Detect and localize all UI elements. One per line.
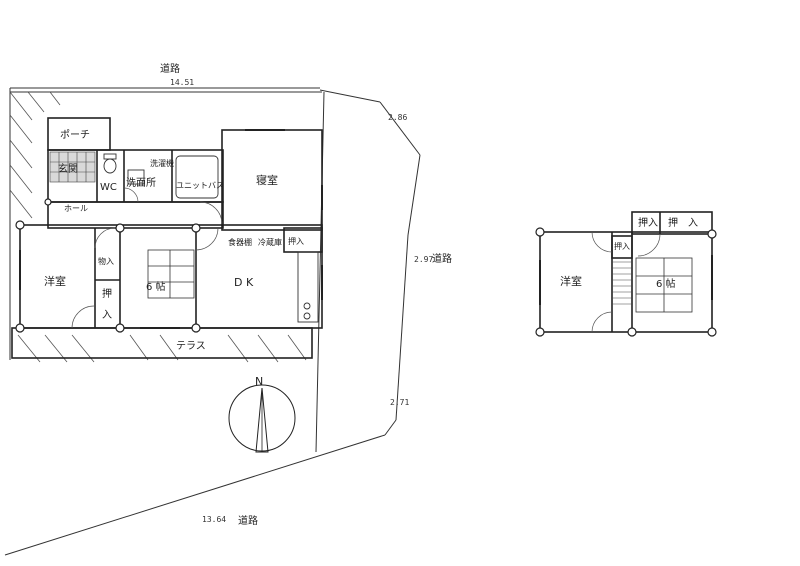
entrance-tile-grid: [49, 151, 96, 183]
compass-north: N: [255, 375, 263, 388]
room-oshiire-c: 押入: [614, 241, 630, 251]
windows-floor1: [19, 129, 323, 329]
room-tatami6-2f: 6 帖: [656, 277, 676, 290]
room-hall: ホール: [64, 204, 88, 213]
dim-right: 2.97: [414, 255, 433, 264]
windows-floor2: [539, 255, 713, 305]
room-wc: WC: [100, 182, 117, 193]
door-swings-floor1: [71, 187, 223, 329]
dim-right-lower: 2.71: [390, 398, 409, 407]
room-western-1f: 洋室: [44, 274, 66, 288]
boundary-hatching-left: [9, 91, 61, 219]
room-western-2f: 洋室: [560, 274, 582, 288]
room-oshiire-dk: 押入: [288, 236, 304, 246]
pillars-floor1: [15, 198, 201, 333]
room-tatami6-1f: 6 帖: [146, 280, 166, 293]
room-bedroom: 寝室: [256, 173, 278, 187]
room-washroom: 洗面所: [126, 177, 156, 189]
pillars-floor2: [535, 227, 717, 337]
compass: [228, 384, 296, 453]
room-closet-storage: 物入: [98, 256, 114, 266]
tatami-floor1: [147, 249, 195, 299]
tatami-floor2: [635, 257, 693, 313]
road-label-right: 道路: [432, 252, 452, 265]
road-label-bottom: 道路: [238, 514, 258, 527]
road-label-top: 道路: [160, 62, 180, 75]
kitchen-counter: [297, 251, 319, 323]
bath-fixtures: [127, 155, 219, 199]
room-oshiire-b: 押 入: [668, 216, 698, 229]
room-entrance: 玄関: [58, 162, 78, 175]
dim-top-right: 2.86: [388, 113, 407, 122]
room-cupboard: 食器棚: [228, 237, 252, 247]
stairs-floor2: [612, 261, 632, 305]
door-swings-floor2: [591, 231, 661, 333]
room-terrace: テラス: [176, 340, 206, 352]
room-porch: ポーチ: [60, 129, 90, 141]
room-oshiire-2: 入: [102, 310, 112, 321]
dim-bottom: 13.64: [202, 515, 226, 524]
floor2-walls: [539, 211, 713, 333]
labels: 道路 道路 道路 14.51 2.86 2.97 2.71 13.64 ポーチ …: [44, 62, 698, 527]
site-boundary: [4, 87, 421, 556]
room-oshiire-a: 押入: [638, 216, 658, 229]
room-dk: D K: [234, 276, 254, 289]
toilet-symbol: [103, 153, 117, 174]
room-fridge: 冷蔵庫: [258, 237, 282, 247]
room-unit-bath: ユニットバス: [176, 181, 224, 190]
room-oshiire-1: 押: [102, 287, 112, 300]
dim-top: 14.51: [170, 78, 194, 87]
room-laundry: 洗濯機: [150, 158, 174, 168]
